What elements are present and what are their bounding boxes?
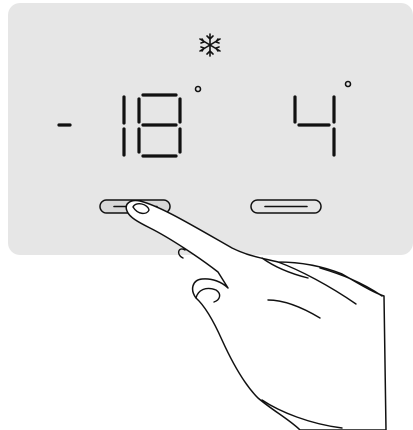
snowflake-icon: [200, 34, 220, 56]
fridge-temperature-display: [295, 82, 351, 156]
digit-4: [295, 97, 334, 155]
fridge-set-button[interactable]: [251, 200, 321, 213]
degree-symbol: [196, 87, 201, 92]
freezer-temperature-display: [59, 87, 201, 157]
degree-symbol: [346, 82, 351, 87]
pressing-hand: [126, 201, 386, 430]
digit-8: [139, 95, 180, 156]
